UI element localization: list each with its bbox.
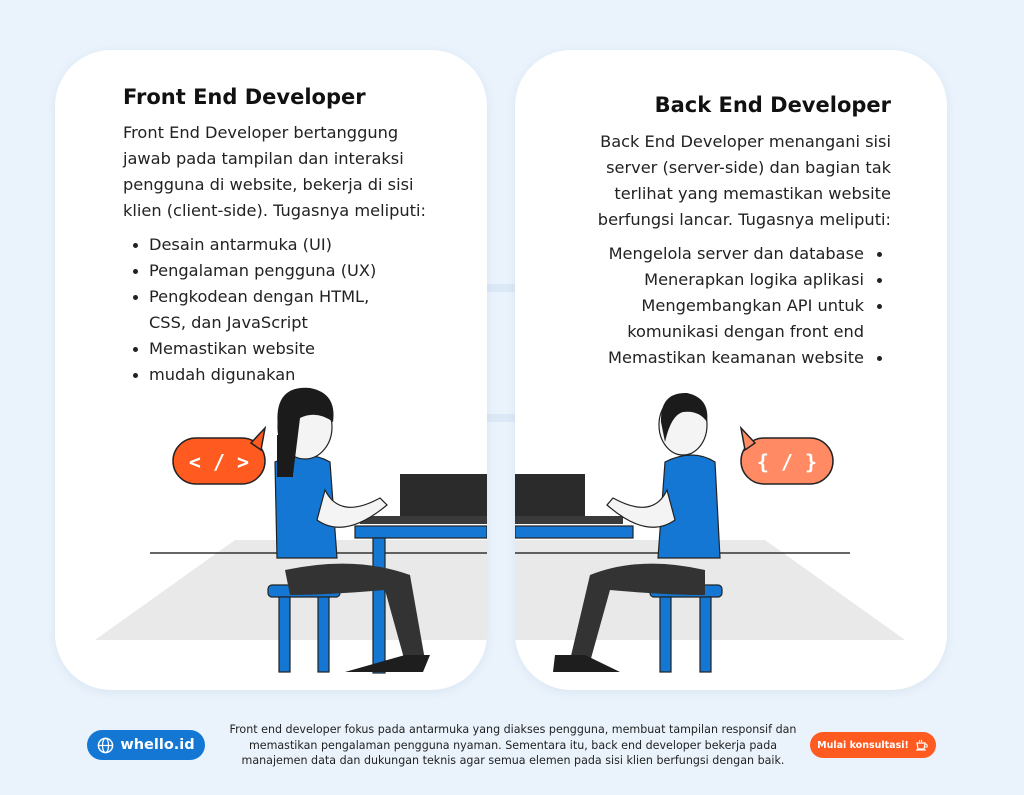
list-item: Memastikan website xyxy=(123,336,403,362)
back-end-card: Back End Developer Back End Developer me… xyxy=(515,50,947,690)
list-item: Memastikan keamanan website xyxy=(590,345,890,371)
svg-text:< / >: < / > xyxy=(189,450,249,474)
front-end-title: Front End Developer xyxy=(123,85,366,109)
svg-text:{ / }: { / } xyxy=(757,450,817,474)
back-end-description: Back End Developer menangani sisi server… xyxy=(597,132,891,229)
list-item: Pengalaman pengguna (UX) xyxy=(123,258,403,284)
front-end-illustration: < / > xyxy=(95,387,487,674)
list-item: Menerapkan logika aplikasi xyxy=(590,267,890,293)
list-item: Mengelola server dan database xyxy=(590,241,890,267)
front-end-task-list: Desain antarmuka (UI) Pengalaman penggun… xyxy=(123,232,403,388)
front-end-card: Front End Developer Front End Developer … xyxy=(55,50,487,690)
logo-text: whello.id xyxy=(120,737,195,753)
consultation-button[interactable]: Mulai konsultasi! xyxy=(810,732,936,758)
front-end-description: Front End Developer bertanggung jawab pa… xyxy=(123,123,426,220)
footer-summary: Front end developer fokus pada antarmuka… xyxy=(229,723,797,767)
list-item: Mengembangkan API untuk komunikasi denga… xyxy=(590,293,890,345)
back-end-illustration: { / } xyxy=(515,392,905,673)
code-badge-left: < / > xyxy=(172,425,267,485)
back-end-task-list: Mengelola server dan database Menerapkan… xyxy=(590,241,890,371)
list-item: Pengkodean dengan HTML, CSS, dan JavaScr… xyxy=(123,284,403,336)
whello-logo[interactable]: whello.id xyxy=(87,730,205,760)
list-item: Desain antarmuka (UI) xyxy=(123,232,403,258)
cta-label: Mulai konsultasi! xyxy=(817,739,909,751)
back-end-title: Back End Developer xyxy=(654,93,891,117)
list-item: mudah digunakan xyxy=(123,362,403,388)
coffee-icon xyxy=(915,739,929,751)
code-badge-right: { / } xyxy=(739,425,834,485)
globe-icon xyxy=(97,737,114,754)
